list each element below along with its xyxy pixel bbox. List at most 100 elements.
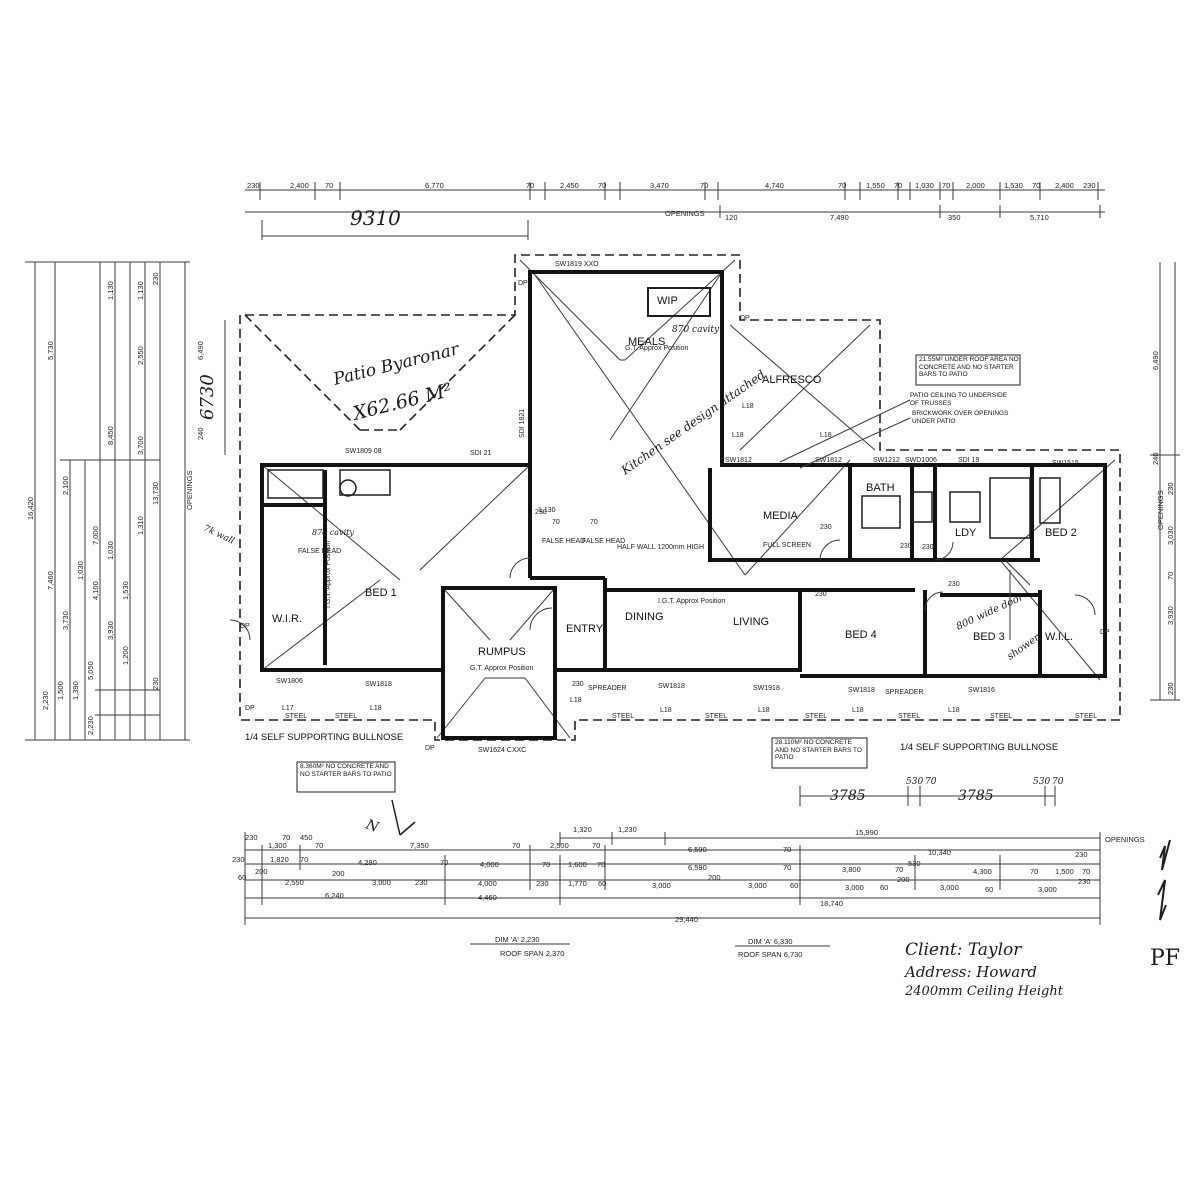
svg-text:SDI 1821: SDI 1821 [519, 409, 526, 438]
svg-text:ROOF SPAN 2,370: ROOF SPAN 2,370 [500, 949, 564, 958]
svg-text:5,730: 5,730 [46, 341, 55, 360]
room-labels: BED 1 W.I.R. RUMPUS ENTRY DINING LIVING … [272, 295, 1077, 658]
svg-text:1,230: 1,230 [618, 825, 637, 834]
top-dim-4: 70 [526, 181, 534, 190]
handwritten-cavity: 870 cavity [312, 528, 354, 537]
svg-text:70: 70 [895, 865, 903, 874]
svg-text:STEEL: STEEL [990, 713, 1012, 720]
svg-text:G.T. Approx Position: G.T. Approx Position [470, 665, 534, 672]
svg-text:230: 230 [922, 544, 934, 551]
svg-text:2,550: 2,550 [285, 878, 304, 887]
svg-text:60: 60 [790, 881, 798, 890]
svg-text:FALSE HEAD: FALSE HEAD [582, 538, 625, 545]
right-dim-1: 230 [1166, 482, 1175, 495]
room-entry: ENTRY [566, 623, 604, 635]
top-opening-1: 7,490 [830, 213, 849, 222]
svg-text:70: 70 [440, 858, 448, 867]
room-rumpus: RUMPUS [478, 646, 526, 658]
svg-text:530: 530 [908, 859, 921, 868]
svg-text:L18: L18 [852, 707, 864, 714]
svg-text:STEEL: STEEL [612, 713, 634, 720]
svg-text:G.T. Approx Position: G.T. Approx Position [625, 345, 689, 352]
svg-text:SDI 21: SDI 21 [470, 450, 492, 457]
svg-text:70: 70 [315, 841, 323, 850]
svg-text:DIM 'A' 2,230: DIM 'A' 2,230 [495, 935, 540, 944]
svg-text:60: 60 [238, 873, 246, 882]
svg-text:3,730: 3,730 [61, 611, 70, 630]
room-wir: W.I.R. [272, 613, 302, 625]
bottom-dimension-lines [244, 832, 1101, 925]
top-dim-9: 4,740 [765, 181, 784, 190]
svg-text:7,350: 7,350 [410, 841, 429, 850]
svg-text:230: 230 [1078, 877, 1091, 886]
left-dimension-lines [25, 261, 190, 741]
ceiling-height: 2400mm Ceiling Height [904, 984, 1064, 999]
svg-text:70: 70 [783, 863, 791, 872]
svg-text:1,030: 1,030 [106, 541, 115, 560]
top-openings-label: OPENINGS [665, 209, 705, 218]
top-dim-2: 70 [325, 181, 333, 190]
svg-text:10,340: 10,340 [928, 848, 951, 857]
svg-text:SW1812: SW1812 [725, 457, 752, 464]
handwritten-wip-note: 870 cavity [672, 325, 720, 335]
svg-text:1,820: 1,820 [270, 855, 289, 864]
client-name: Client: Taylor [905, 940, 1022, 960]
svg-text:1,600: 1,600 [568, 860, 587, 869]
room-alfresco: ALFRESCO [762, 374, 822, 386]
svg-text:200: 200 [708, 873, 721, 882]
svg-text:230: 230 [151, 677, 160, 690]
svg-text:SW1809 08: SW1809 08 [345, 448, 382, 455]
svg-text:230: 230 [1075, 850, 1088, 859]
right-openings-label: OPENINGS [1156, 490, 1165, 530]
svg-text:70: 70 [512, 841, 520, 850]
top-dim-15: 2,000 [966, 181, 985, 190]
svg-text:I.G.T. Approx Position: I.G.T. Approx Position [658, 598, 725, 605]
svg-text:L18: L18 [948, 707, 960, 714]
svg-text:60: 60 [598, 879, 606, 888]
svg-text:3,000: 3,000 [940, 883, 959, 892]
svg-text:230: 230 [572, 681, 584, 688]
svg-text:2,550: 2,550 [136, 346, 145, 365]
svg-text:4,300: 4,300 [973, 867, 992, 876]
right-dim-6: 230 [1166, 682, 1175, 695]
right-dim-2: 3,030 [1166, 526, 1175, 545]
svg-text:SW1819 XXO: SW1819 XXO [555, 261, 599, 268]
top-dim-10: 70 [838, 181, 846, 190]
svg-text:SPREADER: SPREADER [885, 689, 924, 696]
svg-text:DP: DP [240, 623, 250, 630]
svg-text:SW1515: SW1515 [1052, 460, 1079, 467]
top-dimension-lines: 230 2,400 70 6,770 70 2,450 70 3,470 70 … [245, 181, 1105, 222]
svg-text:29,440: 29,440 [675, 915, 698, 924]
room-bed4: BED 4 [845, 629, 877, 641]
svg-text:1,770: 1,770 [568, 879, 587, 888]
svg-text:N: N [363, 816, 382, 836]
top-dim-19: 230 [1083, 181, 1096, 190]
svg-text:70: 70 [542, 860, 550, 869]
svg-text:70: 70 [300, 855, 308, 864]
room-bed1: BED 1 [365, 587, 397, 599]
svg-text:3,000: 3,000 [748, 881, 767, 890]
room-wil: W.I.L. [1045, 631, 1073, 643]
svg-text:DP: DP [1100, 629, 1110, 636]
svg-text:1,390: 1,390 [71, 681, 80, 700]
initials-pf: PF [1150, 946, 1180, 971]
right-dim-5: 240 [1151, 452, 1160, 465]
svg-text:4,280: 4,280 [358, 858, 377, 867]
client-notes: Client: Taylor Address: Howard 2400mm Ce… [903, 839, 1180, 999]
svg-text:STEEL: STEEL [705, 713, 727, 720]
left-dimension-labels: 16,420 5,730 7,460 3,730 2,230 1,500 1,3… [26, 272, 160, 735]
svg-text:7,460: 7,460 [46, 571, 55, 590]
svg-text:16,420: 16,420 [26, 497, 35, 520]
room-wip: WIP [657, 295, 678, 307]
svg-text:230: 230 [536, 879, 549, 888]
right-dim-4: 70 [1166, 572, 1175, 580]
svg-text:230: 230 [900, 543, 912, 550]
svg-text:3785: 3785 [958, 788, 994, 804]
svg-text:STEEL: STEEL [805, 713, 827, 720]
svg-text:L18: L18 [660, 707, 672, 714]
svg-text:L18: L18 [742, 403, 754, 410]
svg-text:2,230: 2,230 [41, 691, 50, 710]
top-dim-5: 2,450 [560, 181, 579, 190]
top-dim-13: 1,030 [915, 181, 934, 190]
bottom-dimension-labels: 1,320 1,230 15,990 OPENINGS 230 70 450 1… [232, 825, 1145, 924]
